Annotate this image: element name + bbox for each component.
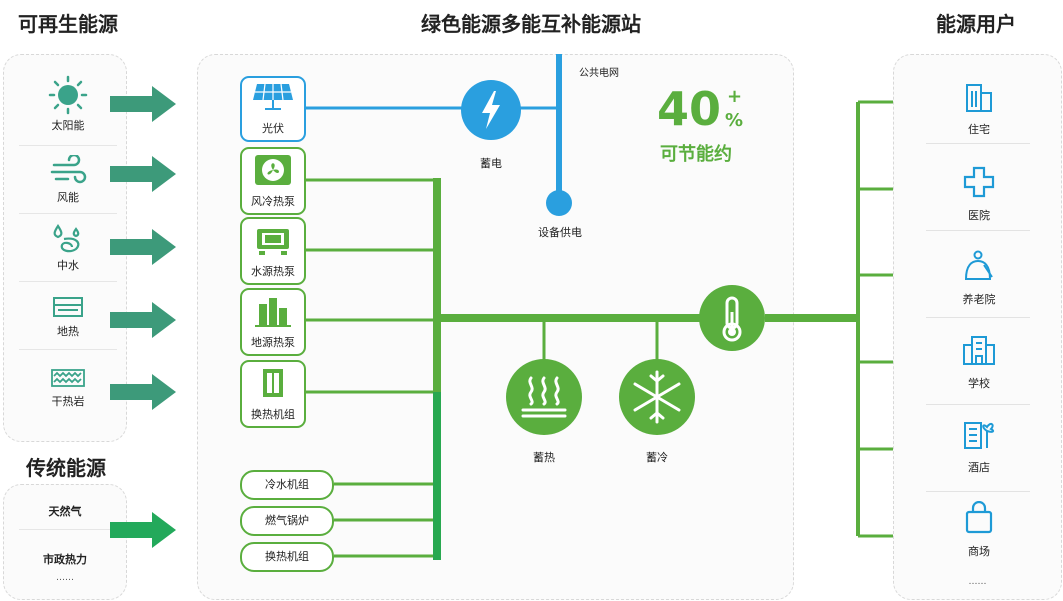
separator <box>926 404 1030 405</box>
heat-exchanger-pill: 换热机组 <box>240 542 334 572</box>
separator <box>926 491 1030 492</box>
saving-label: 可节能约 <box>660 144 732 165</box>
heat-storage-label: 蓄热 <box>533 451 555 464</box>
source-label: 中水 <box>57 259 79 272</box>
hot-dry-rock-icon <box>51 369 85 387</box>
source-label: 太阳能 <box>51 119 85 132</box>
source-reclaimed-water: 中水 <box>19 223 117 273</box>
lightning-icon <box>461 80 521 140</box>
arrow-icon <box>110 86 176 122</box>
mall-icon <box>965 500 993 534</box>
arrow-icon <box>110 229 176 265</box>
hospital-icon <box>963 166 995 198</box>
water-pump-icon <box>257 229 289 255</box>
box-label: 地源热泵 <box>251 336 295 349</box>
box-label: 风冷热泵 <box>251 195 295 208</box>
traditional-heading: 传统能源 <box>26 456 106 480</box>
separator <box>926 230 1030 231</box>
traditional-item: 天然气 <box>48 505 82 518</box>
pv-box: 光伏 <box>240 76 306 142</box>
box-label: 换热机组 <box>251 408 295 421</box>
chiller-pill: 冷水机组 <box>240 470 334 500</box>
arrow-icon <box>110 374 176 410</box>
water-heat-pump-box: 水源热泵 <box>240 217 306 285</box>
saving-value: 40 <box>657 82 722 136</box>
arrow-icon <box>110 156 176 192</box>
snowflake-icon <box>619 359 695 435</box>
user-residence: 住宅 <box>929 81 1029 137</box>
separator <box>19 145 117 146</box>
user-mall: 商场 <box>929 500 1029 559</box>
arrow-icon <box>110 302 176 338</box>
saving-plus: + <box>727 86 743 107</box>
pv-label: 光伏 <box>262 122 284 135</box>
gas-boiler-pill: 燃气锅炉 <box>240 506 334 536</box>
heat-exchanger-icon <box>263 369 283 397</box>
wind-icon <box>50 155 87 184</box>
residence-icon <box>966 84 992 112</box>
separator <box>926 317 1030 318</box>
source-geothermal: 地热 <box>19 295 117 339</box>
source-wind: 风能 <box>19 155 117 205</box>
separator <box>926 143 1030 144</box>
traditional-panel: 天然气 市政热力 …… <box>3 484 127 600</box>
ground-heat-pump-box: 地源热泵 <box>240 288 306 356</box>
saving-unit: % <box>725 110 744 131</box>
saving-figure: 40 + % <box>657 86 743 132</box>
heat-storage-icon <box>506 359 582 435</box>
source-label: 风能 <box>57 191 79 204</box>
nursing-home-icon <box>964 250 993 280</box>
user-label: 住宅 <box>968 123 990 136</box>
air-heat-pump-box: 风冷热泵 <box>240 147 306 215</box>
separator <box>19 529 117 530</box>
cold-storage-label: 蓄冷 <box>646 451 668 464</box>
users-heading: 能源用户 <box>936 12 1016 36</box>
users-more: …… <box>968 577 987 587</box>
source-label: 干热岩 <box>51 395 85 408</box>
equipment-power-label: 设备供电 <box>538 226 582 239</box>
heat-exchanger-box: 换热机组 <box>240 360 306 428</box>
traditional-more: …… <box>56 573 74 583</box>
sun-icon <box>48 75 88 115</box>
factory-icon <box>255 298 291 327</box>
source-label: 地热 <box>57 325 79 338</box>
user-label: 商场 <box>968 545 990 558</box>
user-label: 酒店 <box>968 461 990 474</box>
school-icon <box>963 336 995 365</box>
station-heading: 绿色能源多能互补能源站 <box>421 12 641 36</box>
user-school: 学校 <box>929 333 1029 391</box>
solar-panel-icon <box>253 83 293 110</box>
renewable-panel: 太阳能 风能 中水 <box>3 54 127 442</box>
reclaimed-water-icon <box>53 224 80 253</box>
thermometer-icon <box>699 285 765 351</box>
user-label: 医院 <box>968 209 990 222</box>
storage-power-label: 蓄电 <box>480 157 502 170</box>
user-label: 养老院 <box>962 293 996 306</box>
geothermal-icon <box>53 297 83 317</box>
fan-icon <box>255 155 291 185</box>
grid-label: 公共电网 <box>579 68 619 79</box>
traditional-item: 市政热力 <box>43 553 87 566</box>
separator <box>19 349 117 350</box>
arrow-icon <box>110 512 176 548</box>
source-hot-dry-rock: 干热岩 <box>19 367 117 409</box>
user-nursing-home: 养老院 <box>929 249 1029 307</box>
separator <box>19 213 117 214</box>
hotel-icon <box>964 422 995 449</box>
source-solar: 太阳能 <box>19 75 117 133</box>
user-label: 学校 <box>968 377 990 390</box>
users-panel: 住宅 医院 养老院 学校 <box>893 54 1062 600</box>
renewable-heading: 可再生能源 <box>18 12 118 36</box>
separator <box>19 281 117 282</box>
box-label: 水源热泵 <box>251 265 295 278</box>
user-hospital: 医院 <box>929 165 1029 223</box>
user-hotel: 酒店 <box>929 417 1029 475</box>
